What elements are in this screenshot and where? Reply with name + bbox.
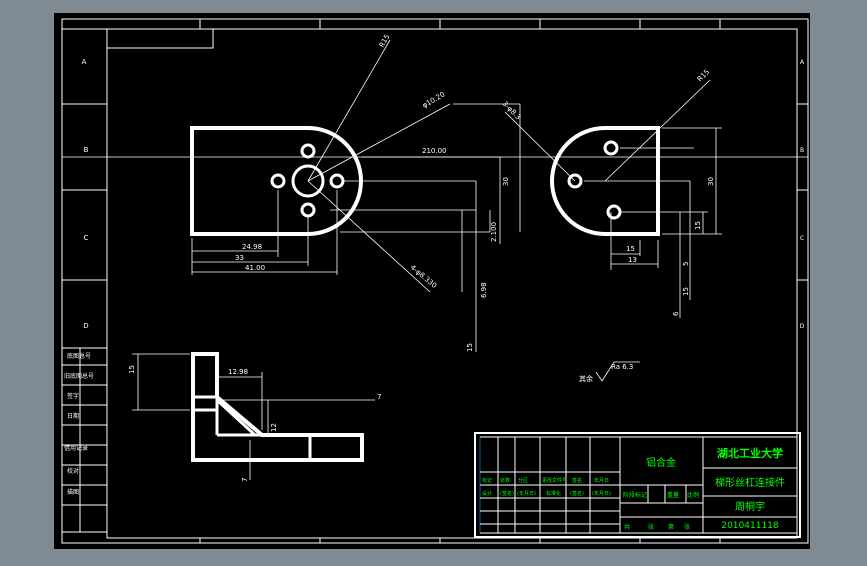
svg-text:标准化: 标准化 [546,490,561,497]
dim-15-right-c: 15 [682,287,690,296]
front-plate-outline [190,126,363,236]
title-header-row1: 标记 处数 分区 更改文件号 签名 年月日 [482,477,609,484]
dim-30-right: 30 [707,177,715,186]
zone-label-right-a: A [800,59,805,66]
surface-finish-value: Ra 6.3 [611,363,633,371]
zone-label-right-d: D [800,323,805,330]
title-block-frame [474,432,801,538]
top-left-tag-box [106,28,214,49]
outer-border [61,18,809,544]
side-view-dimension-lines [132,353,375,480]
dim-15-right-a: 15 [626,245,635,253]
zone-label-left-c: C [84,234,89,242]
center-hole [291,164,325,198]
dim-2100: 2.100 [490,222,498,242]
zone-label-right-c: C [800,235,804,242]
svg-text:阶段标记: 阶段标记 [623,491,647,499]
svg-text:(年月日): (年月日) [517,490,536,497]
svg-text:共: 共 [624,523,630,531]
dim-15-right-b: 15 [694,221,702,230]
margin-label-4: 借用记录 [64,444,88,452]
margin-label-3: 日期 [67,412,79,420]
right-plate-outline [550,126,660,236]
dim-30: 30 [502,177,510,186]
svg-text:签名: 签名 [572,477,582,484]
title-drawing-no: 2010411118 [721,521,779,531]
hole-left [270,173,286,189]
svg-text:比例: 比例 [687,491,699,499]
right-hole-top [603,140,619,156]
svg-text:(年月日): (年月日) [592,490,611,497]
svg-text:(签名): (签名) [570,490,584,497]
svg-text:更改文件号: 更改文件号 [542,477,567,484]
svg-text:重量: 重量 [667,491,679,499]
dim-12: 12 [270,423,278,432]
svg-text:设计: 设计 [482,490,492,497]
left-margin-table [61,348,107,533]
right-hole-mid [567,173,583,189]
dim-7-bottom: 7 [241,478,249,482]
title-university: 湖北工业大学 [717,446,783,460]
dim-698: 6.98 [480,282,488,298]
dim-13: 13 [628,256,637,264]
zone-ticks-top [199,19,721,543]
svg-text:第: 第 [668,523,674,531]
title-sheet-labels: 共 张 第 张 [624,523,690,531]
dim-15-front: 15 [466,343,474,352]
title-stage-labels: 阶段标记 重量 比例 [623,491,699,499]
surface-finish-symbol [595,361,640,382]
dim-210: 210.00 [422,147,447,155]
svg-text:年月日: 年月日 [594,477,609,484]
bracket-inner-lines [193,395,312,460]
margin-label-1: 旧底图总号 [64,372,94,380]
dim-6: 6 [672,311,680,316]
zone-label-right-b: B [800,147,804,154]
hole-top [300,143,316,159]
title-part-name: 梯形丝杠连接件 [715,476,785,489]
zone-label-left-d: D [83,322,88,330]
margin-label-6: 描图 [67,488,79,496]
surface-finish-prefix: 其余 [579,374,593,383]
dim-33: 33 [235,254,244,262]
dim-15-side: 15 [128,365,136,374]
svg-text:分区: 分区 [518,477,528,484]
svg-text:张: 张 [684,523,690,531]
dim-2498: 24.98 [242,243,262,251]
dim-7-right: 7 [377,393,381,401]
right-view-dimension-lines [504,79,722,318]
bracket-outline [191,352,364,462]
zone-ticks-left [62,103,808,349]
drawing-sheet [54,13,810,549]
zone-label-left-b: B [84,146,89,154]
margin-label-5: 校对 [67,467,79,475]
zone-label-left-a: A [82,58,87,66]
title-header-row2: 设计 (签名) (年月日) 标准化 (签名) (年月日) [482,490,611,497]
svg-text:(签名): (签名) [500,490,514,497]
svg-text:处数: 处数 [500,477,510,484]
inner-frame [106,28,798,539]
svg-text:标记: 标记 [482,477,492,484]
margin-label-0: 底图总号 [67,352,91,360]
margin-label-2: 签字 [67,392,79,400]
front-view-dimension-lines [191,39,521,352]
title-designer: 周桐宇 [735,500,765,513]
dim-4100: 41.00 [245,264,265,272]
dim-5: 5 [682,262,690,266]
svg-text:张: 张 [648,523,654,531]
title-material: 铝合金 [646,456,676,469]
dim-1298: 12.98 [228,368,248,376]
